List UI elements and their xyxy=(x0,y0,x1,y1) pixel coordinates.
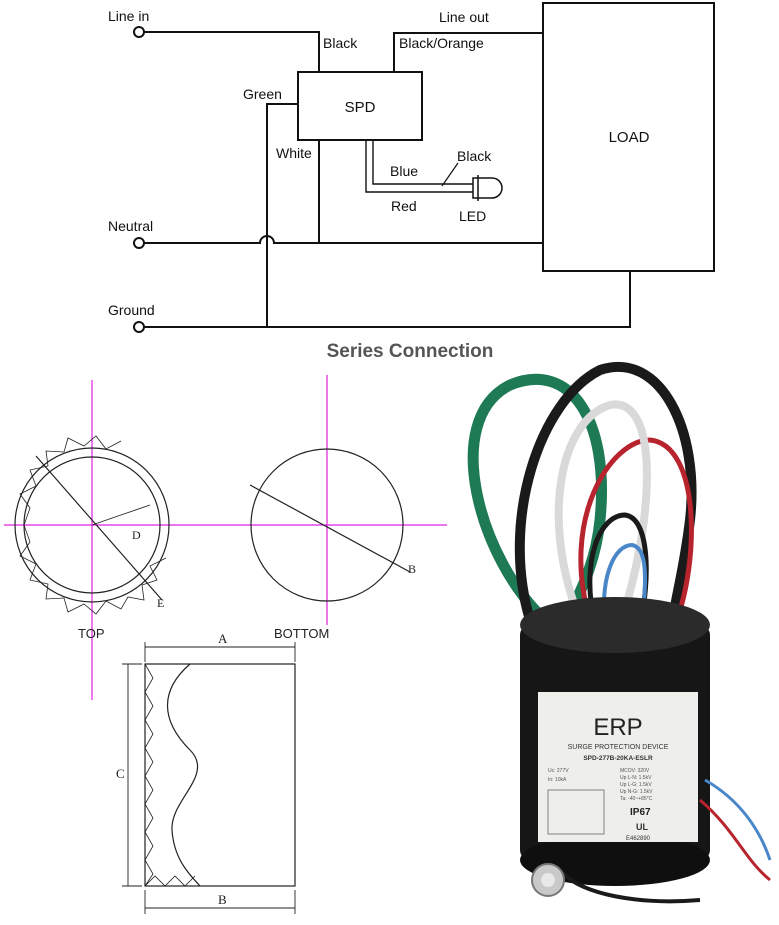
svg-text:Up L-N: 1.5kV: Up L-N: 1.5kV xyxy=(620,775,652,781)
drawing-labels: TOP BOTTOM A B C D E B xyxy=(78,528,416,907)
product-label xyxy=(538,692,698,842)
load-box xyxy=(542,2,715,272)
product-cert: E462890 xyxy=(626,836,651,842)
bottom-label: BOTTOM xyxy=(274,626,329,641)
bottom-diameter-line xyxy=(249,484,411,573)
spd-label: SPD xyxy=(345,99,376,116)
product-subtitle: SURGE PROTECTION DEVICE xyxy=(568,744,669,751)
product-cert-mark: UL xyxy=(636,822,648,832)
black-led-label: Black xyxy=(457,148,492,164)
red-wire xyxy=(365,140,473,193)
green-wire xyxy=(266,103,298,327)
svg-text:MCOV: 320V: MCOV: 320V xyxy=(620,768,650,774)
product-specs: Uc: 277V In: 10kA MCOV: 320V Up L-N: 1.5… xyxy=(548,768,653,802)
blue-label: Blue xyxy=(390,163,418,179)
product-photo: ERP SURGE PROTECTION DEVICE SPD-277B-20K… xyxy=(467,362,772,904)
neutral-terminal xyxy=(133,237,145,249)
neutral-wire xyxy=(144,235,543,244)
svg-text:Up N-G: 1.5kV: Up N-G: 1.5kV xyxy=(620,789,653,795)
svg-text:Up L-G: 1.5kV: Up L-G: 1.5kV xyxy=(620,782,652,788)
line-in-terminal xyxy=(133,26,145,38)
svg-text:Uc: 277V: Uc: 277V xyxy=(548,768,569,774)
line-in-label: Line in xyxy=(108,8,149,24)
top-diameter-line xyxy=(35,455,163,601)
led-icon xyxy=(472,175,503,201)
led-leader xyxy=(441,162,459,187)
crosshairs xyxy=(4,375,447,700)
side-view xyxy=(122,642,296,914)
wiring-diagram xyxy=(133,2,715,333)
blue-wire xyxy=(372,140,473,185)
dim-e-label: E xyxy=(157,596,164,610)
top-dim-d-line xyxy=(91,504,151,526)
wiring-labels: Line in Black Line out Black/Orange Gree… xyxy=(108,8,650,362)
red-label: Red xyxy=(391,198,417,214)
black-orange-label: Black/Orange xyxy=(399,35,484,51)
bottom-view xyxy=(249,448,411,602)
ground-label: Ground xyxy=(108,302,155,318)
dim-b-label: B xyxy=(218,892,227,907)
neutral-label: Neutral xyxy=(108,218,153,234)
dim-b-circle-label: B xyxy=(408,562,416,576)
svg-text:Ta: -40~+85°C: Ta: -40~+85°C xyxy=(620,796,653,802)
product-brand: ERP xyxy=(593,714,642,741)
product-rating: IP67 xyxy=(630,807,651,818)
product-schematic xyxy=(547,789,605,835)
svg-text:In: 10kA: In: 10kA xyxy=(548,777,567,783)
spd-box xyxy=(297,71,423,141)
product-top-cap xyxy=(520,597,710,653)
side-hatching xyxy=(144,663,196,887)
top-view xyxy=(14,435,170,615)
white-label: White xyxy=(276,145,312,161)
black-label: Black xyxy=(323,35,358,51)
ground-wire xyxy=(144,271,631,328)
line-out-label: Line out xyxy=(439,9,489,25)
led-label: LED xyxy=(459,208,486,224)
load-label: LOAD xyxy=(609,129,650,146)
pigtail-wires xyxy=(704,778,772,861)
top-label: TOP xyxy=(78,626,105,641)
side-wave xyxy=(167,663,201,887)
dim-d-label: D xyxy=(132,528,141,542)
ground-terminal xyxy=(133,321,145,333)
dim-c-label: C xyxy=(116,766,125,781)
dim-a-label: A xyxy=(218,631,228,646)
green-label: Green xyxy=(243,86,282,102)
caption: Series Connection xyxy=(327,341,494,362)
product-model: SPD-277B-20KA-ESLR xyxy=(583,755,653,762)
product-wires xyxy=(467,362,697,631)
mechanical-drawing xyxy=(4,375,447,914)
black-orange-wire xyxy=(393,32,543,72)
top-hatching xyxy=(19,435,167,615)
black-wire xyxy=(144,31,320,72)
